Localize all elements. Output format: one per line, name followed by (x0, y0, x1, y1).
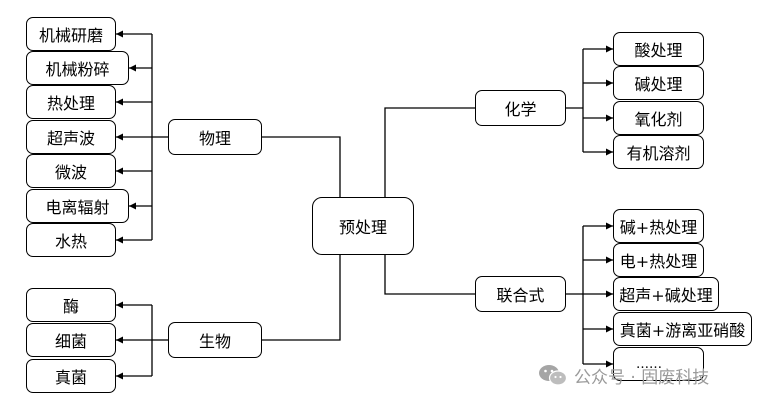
chemical-item-1: 碱处理 (613, 66, 704, 100)
chemical-item-2: 氧化剂 (613, 101, 704, 135)
combined-item-3: 真菌+游离亚硝酸 (613, 312, 752, 346)
link-center-biological (262, 255, 341, 341)
link-center-chemical (384, 107, 475, 197)
watermark: 公众号 · 固废科技 (538, 361, 709, 389)
node-physical: 物理 (168, 119, 262, 155)
chemical-item-3: 有机溶剂 (613, 135, 704, 169)
physical-item-6: 水热 (26, 223, 116, 257)
physical-item-1: 机械粉碎 (26, 51, 129, 85)
physical-item-5: 电离辐射 (26, 189, 129, 223)
biological-item-2: 真菌 (26, 359, 116, 393)
node-combined: 联合式 (475, 276, 566, 312)
physical-item-3: 超声波 (26, 120, 116, 154)
biological-item-0: 酶 (26, 288, 116, 322)
node-chemical: 化学 (475, 90, 566, 126)
chemical-item-0: 酸处理 (613, 32, 704, 66)
link-center-physical (262, 136, 341, 197)
biological-item-1: 细菌 (26, 323, 116, 357)
physical-item-2: 热处理 (26, 85, 116, 119)
link-center-combined (384, 255, 475, 295)
combined-item-0: 碱+热处理 (613, 209, 704, 243)
combined-item-4: …… (613, 347, 704, 381)
physical-item-4: 微波 (26, 154, 116, 188)
combined-item-1: 电+热处理 (613, 243, 704, 277)
physical-item-0: 机械研磨 (26, 17, 116, 51)
wechat-icon (539, 365, 568, 386)
node-center: 预处理 (312, 197, 414, 255)
watermark-text: 公众号 · 固废科技 (574, 367, 710, 388)
node-biological: 生物 (168, 322, 262, 358)
combined-item-2: 超声+碱处理 (613, 277, 719, 311)
